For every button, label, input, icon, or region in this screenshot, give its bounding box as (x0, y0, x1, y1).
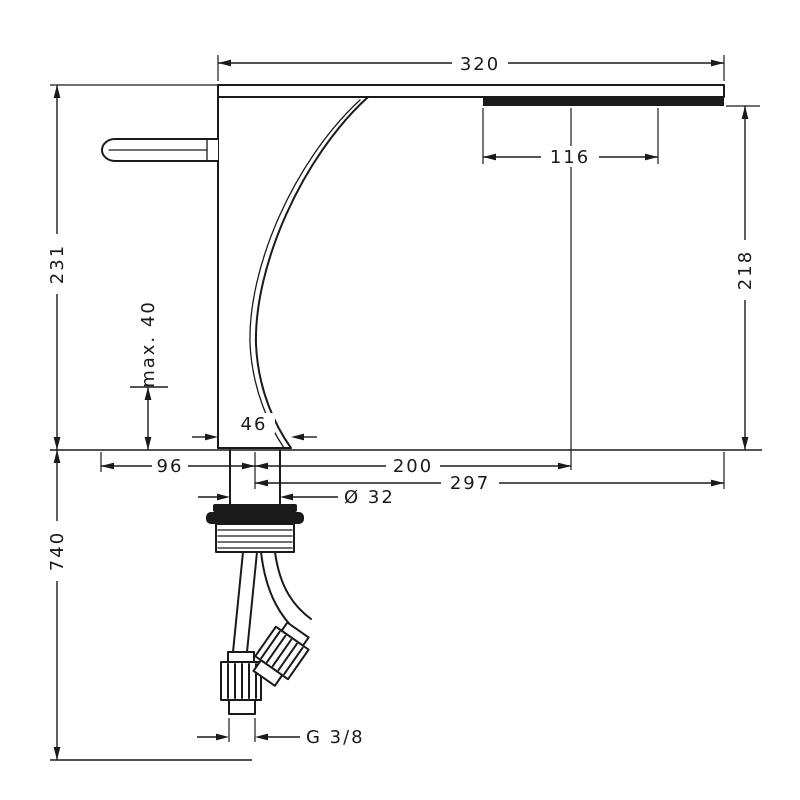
dim-dia-32 (198, 493, 338, 501)
thread-size-label: G 3/8 (306, 727, 365, 748)
supply-hose-right (260, 551, 312, 634)
dimension-labels: 320 116 231 218 max. 40 46 96 200 297 Ø … (45, 52, 757, 748)
mounting-shaft (206, 449, 304, 524)
max-thickness-label: max. 40 (138, 300, 159, 388)
spout-projection-label: 200 (393, 456, 433, 477)
hose-connector-left (220, 651, 262, 715)
hose-length-label: 740 (47, 531, 68, 571)
handle-projection-label: 96 (157, 456, 184, 477)
overall-projection-label: 297 (450, 473, 490, 494)
height-underside-label: 218 (735, 250, 756, 290)
dim-46 (192, 433, 317, 441)
handle (101, 138, 219, 162)
faucet-object (101, 84, 725, 715)
dim-g38 (197, 718, 300, 742)
plate-width-label: 320 (460, 54, 500, 75)
mounting-nut (215, 523, 295, 553)
hose-connector-right (252, 621, 310, 687)
dim-740 (50, 450, 252, 761)
outlet-width-label: 116 (550, 147, 590, 168)
body-width-label: 46 (241, 414, 268, 435)
spout-plate (217, 84, 725, 98)
supply-hose-left (232, 551, 258, 653)
dim-max-40 (130, 386, 168, 450)
faucet-body (217, 96, 369, 449)
waterfall-outlet-band (483, 97, 724, 106)
height-total-label: 231 (47, 244, 68, 284)
shaft-diameter-label: Ø 32 (344, 487, 395, 508)
